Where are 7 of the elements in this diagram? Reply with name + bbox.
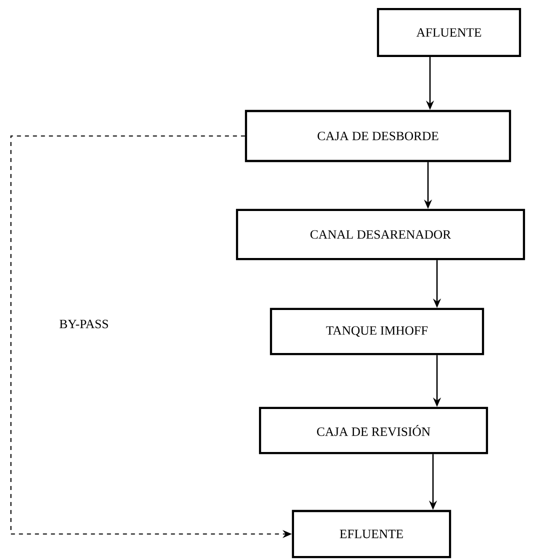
process-box: EFLUENTE bbox=[292, 510, 452, 558]
process-box: AFLUENTE bbox=[376, 8, 522, 58]
process-box: CAJA DE DESBORDE bbox=[244, 110, 512, 162]
process-box: CAJA DE REVISIÓN bbox=[258, 406, 488, 454]
text-label: BY-PASS bbox=[60, 320, 108, 328]
process-box: CANAL DESARENADOR bbox=[236, 208, 526, 260]
process-box: TANQUE IMHOFF bbox=[270, 308, 484, 356]
